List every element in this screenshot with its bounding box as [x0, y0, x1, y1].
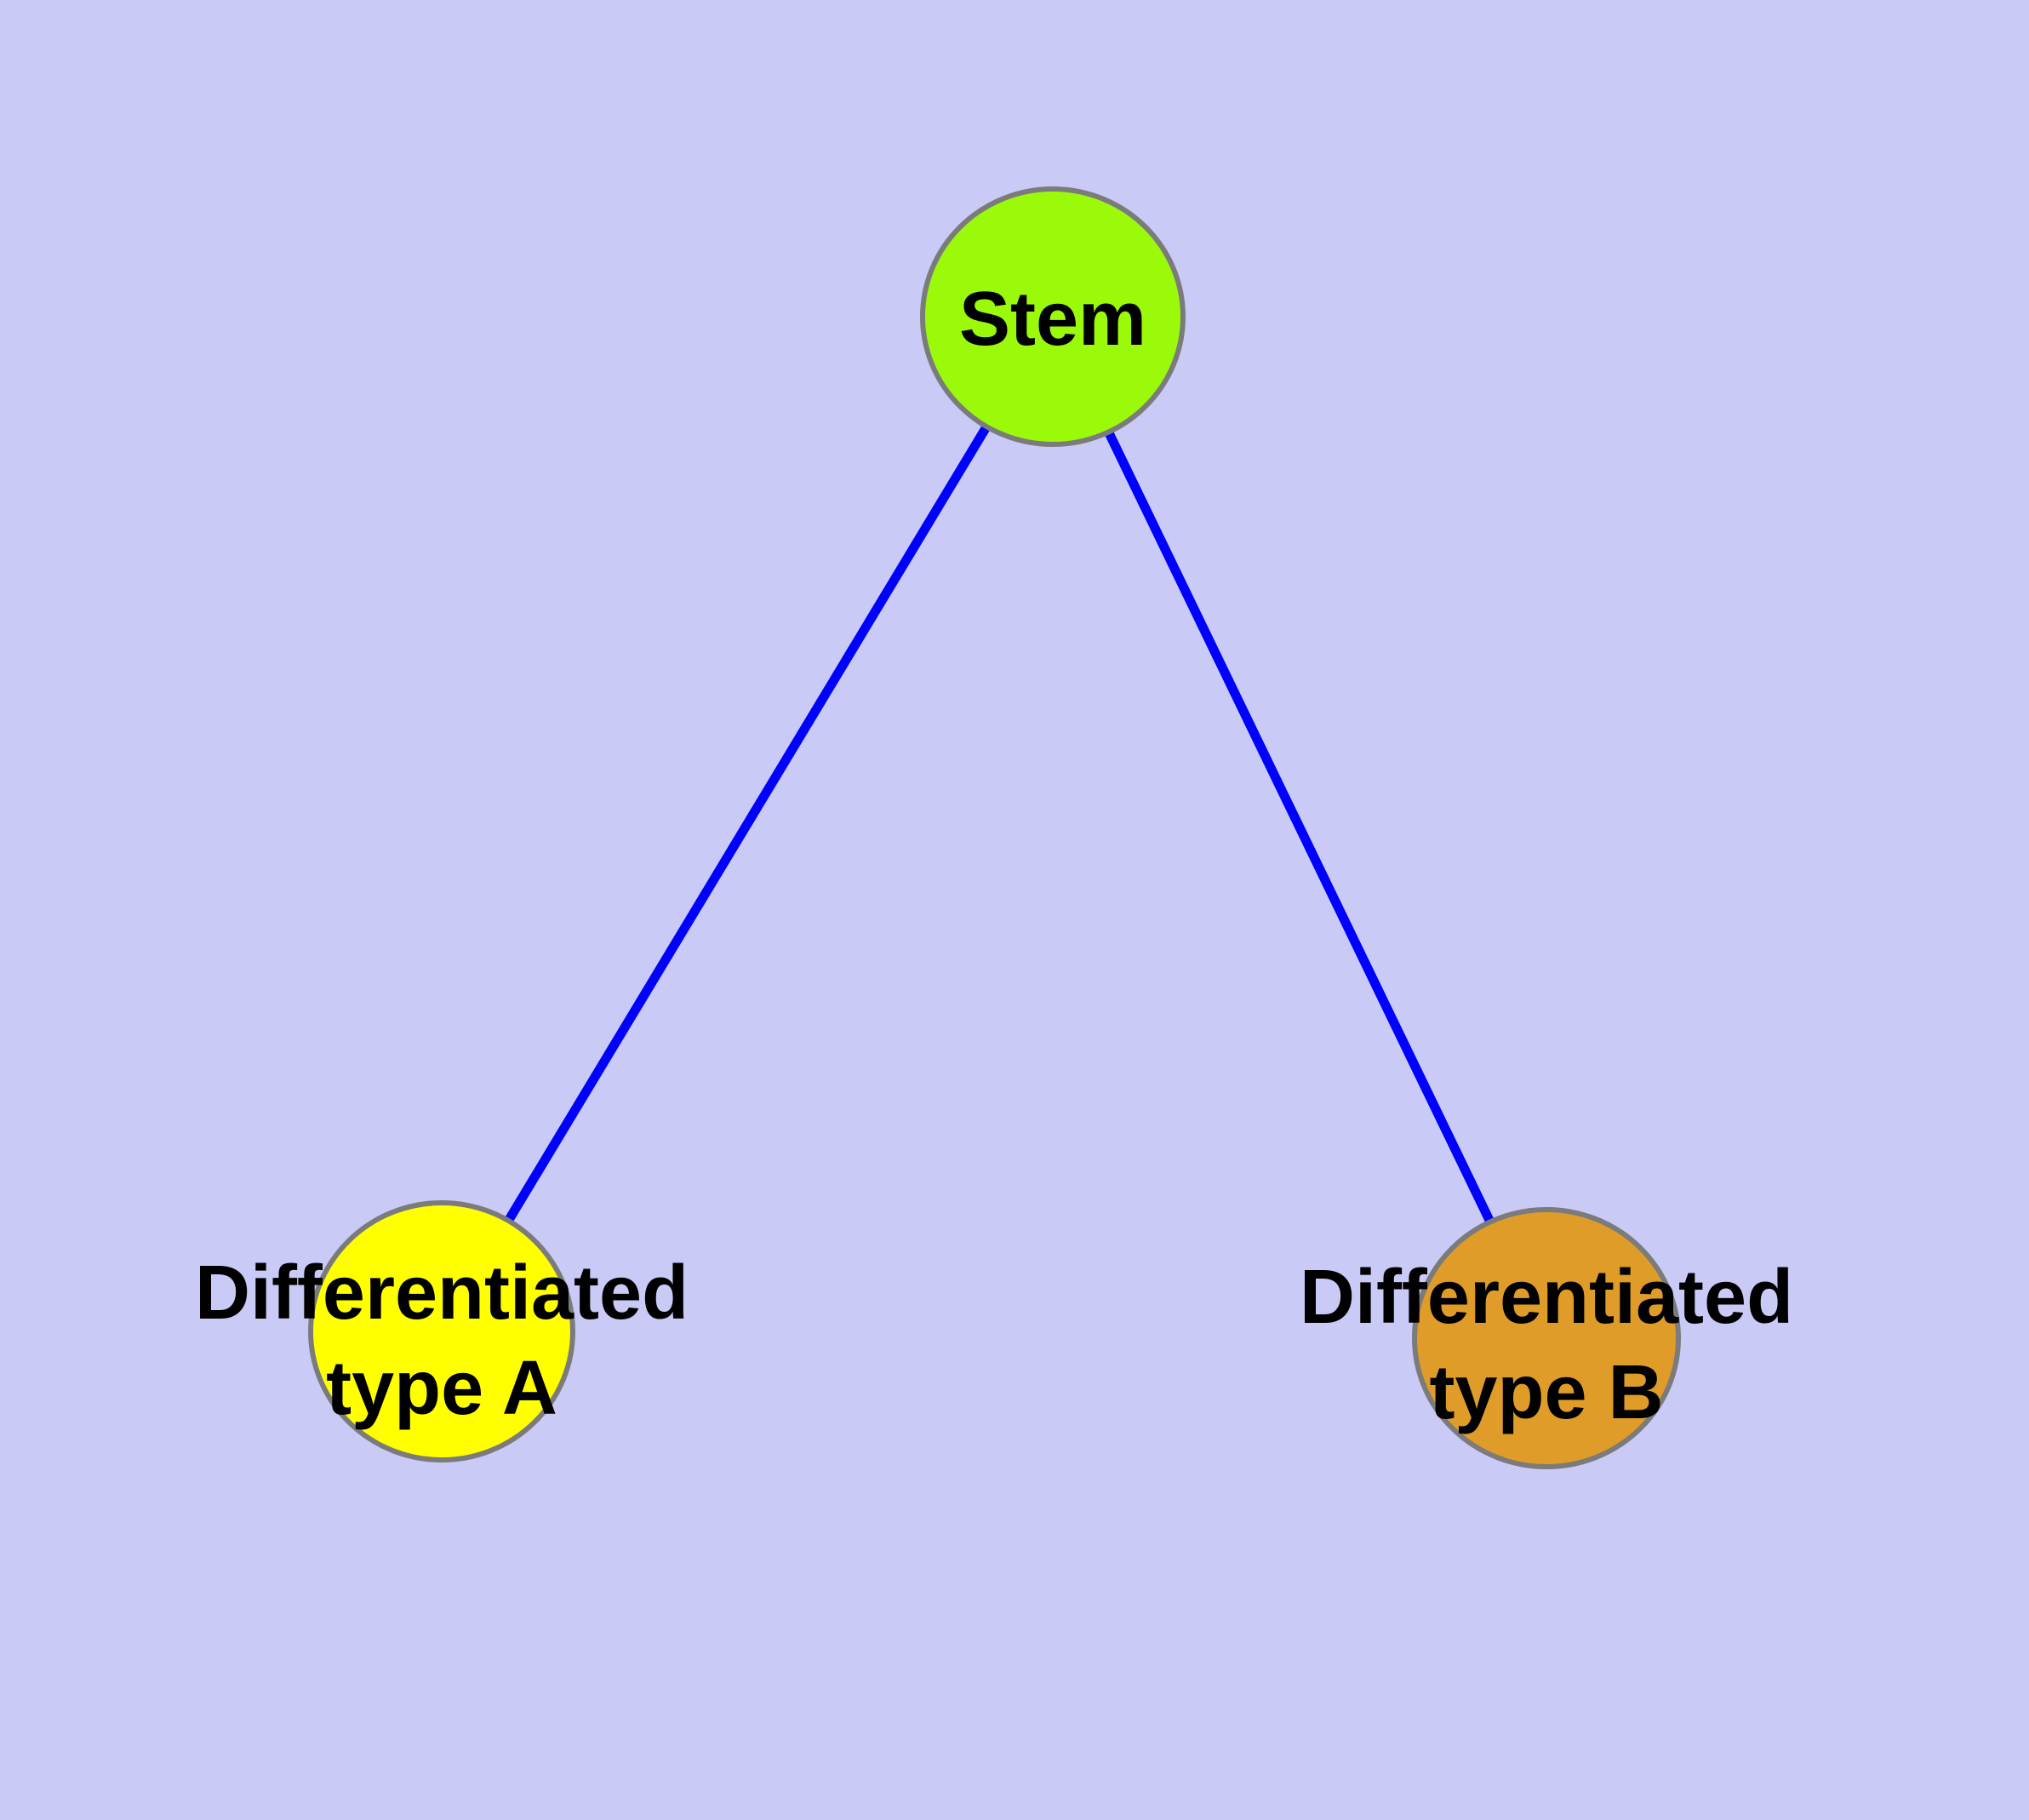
edge-stem-to-type-b: [1049, 314, 1551, 1341]
node-type-b: [1412, 1207, 1681, 1469]
edge-stem-to-type-a: [437, 314, 1057, 1334]
node-type-a: [308, 1200, 575, 1462]
node-stem: [920, 186, 1186, 447]
